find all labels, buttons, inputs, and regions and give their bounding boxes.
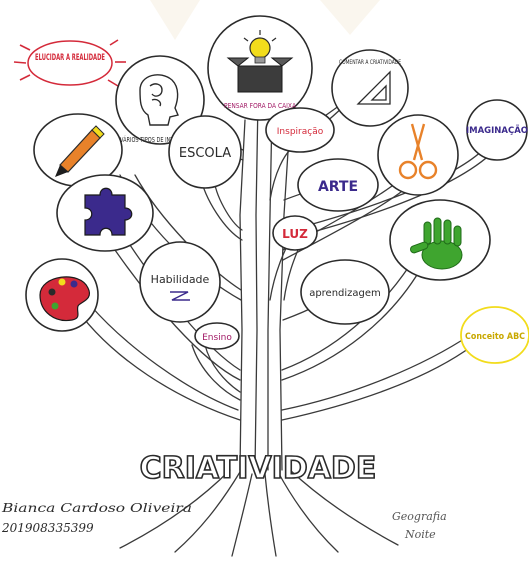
head-profile-icon [139, 74, 179, 126]
background-watermark [150, 0, 380, 40]
author-name: Bianca Cardoso Oliveira [1, 501, 192, 515]
node-puzzle [56, 174, 154, 252]
luz-label: LUZ [282, 227, 308, 241]
node-conceito: Conceito ABC [460, 306, 529, 364]
ensino-label: Ensino [202, 333, 232, 343]
arte-label: ARTE [318, 179, 358, 195]
light-bulb-icon [243, 30, 277, 64]
box-icon [226, 57, 294, 93]
escola-label: ESCOLA [179, 146, 231, 161]
node-palette [25, 258, 99, 332]
author-id: 201908335399 [1, 521, 94, 535]
node-elucidar: ELUCIDAR A REALIDADE [13, 39, 126, 87]
pensar-label: PENSAR FORA DA CAIXA [224, 102, 296, 110]
node-hand [389, 199, 491, 281]
hand-print-icon [410, 217, 463, 270]
node-comentar: COMENTAR A CRIATIVIDADE [331, 49, 409, 127]
node-luz: LUZ [272, 215, 318, 251]
aprendizagem-label: aprendizagem [309, 288, 381, 299]
inspiracao-label: Inspiração [277, 127, 324, 137]
course-subject: Geografia [392, 510, 447, 523]
node-inspiracao: Inspiração [265, 107, 335, 153]
node-arte: ARTE [297, 158, 379, 212]
node-scissors [377, 114, 459, 196]
course-shift: Noite [404, 528, 436, 541]
node-escola: ESCOLA [168, 115, 242, 189]
scissors-icon [398, 123, 438, 180]
set-square-icon [356, 70, 391, 105]
puzzle-piece-icon [84, 187, 133, 236]
node-habilidade: Habilidade [139, 241, 221, 323]
paint-palette-icon [39, 276, 90, 322]
imaginacao-label: IMAGINAÇÃO [466, 125, 528, 136]
squiggle-decoration [170, 291, 190, 301]
node-ensino: Ensino [194, 322, 240, 350]
pencil-icon [55, 125, 105, 177]
node-pensar: PENSAR FORA DA CAIXA [207, 15, 313, 121]
comentar-label: COMENTAR A CRIATIVIDADE [339, 58, 401, 66]
tree-structure [69, 91, 496, 557]
node-aprendizagem: aprendizagem [300, 259, 390, 325]
node-tipos: VÁRIOS TIPOS DE INTELIGÊNCIA [115, 55, 205, 145]
elucidar-label: ELUCIDAR A REALIDADE [35, 53, 105, 63]
node-imaginacao: IMAGINAÇÃO [466, 99, 528, 161]
page-title: CRIATIVIDADE [140, 451, 377, 486]
habilidade-label: Habilidade [151, 273, 210, 286]
conceito-label: Conceito ABC [465, 332, 525, 342]
node-pencil [33, 113, 123, 187]
tipos-label: VÁRIOS TIPOS DE INTELIGÊNCIA [120, 135, 200, 144]
